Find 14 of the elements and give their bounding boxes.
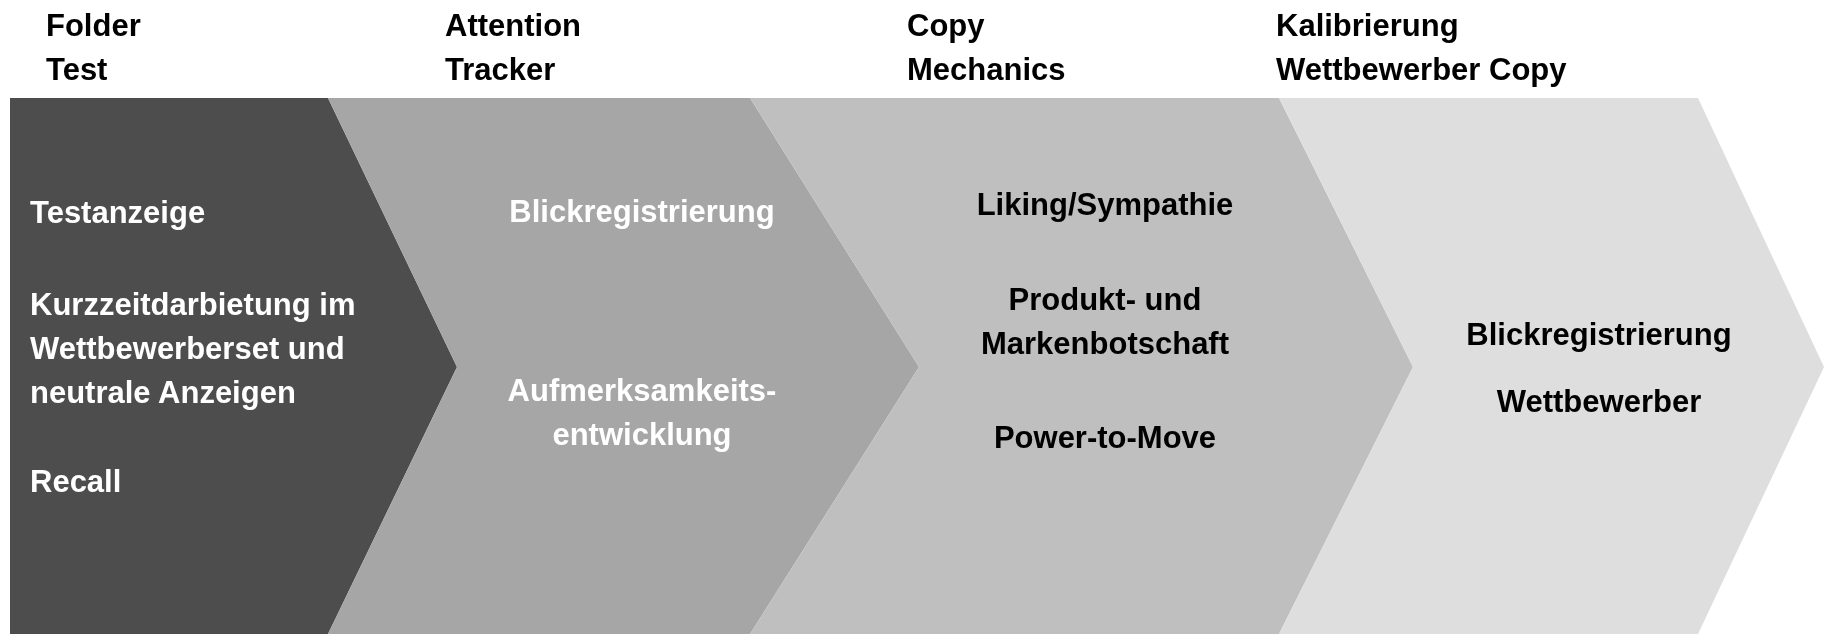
step-heading: Attention Tracker: [445, 7, 583, 89]
step-item: Power-to-Move: [992, 419, 1218, 457]
step-heading: Kalibrierung Wettbewerber Copy: [1276, 7, 1568, 89]
step-item: Blickregistrierung: [508, 193, 776, 231]
step-item: Kurzzeitdarbietung im Wettbewerberset und neutrale Anzeigen: [30, 286, 357, 412]
step-item: Blickregistrierung: [1465, 316, 1733, 354]
step-heading: Folder Test: [46, 7, 142, 89]
step-heading: Copy Mechanics: [907, 7, 1067, 89]
step-item: Aufmerksamkeits- entwicklung: [506, 372, 778, 454]
step-item: Testanzeige: [30, 194, 207, 232]
step-item: Liking/Sympathie: [975, 186, 1235, 224]
step-item: Wettbewerber: [1495, 383, 1703, 421]
step-item: Produkt- und Markenbotschaft: [979, 281, 1230, 363]
step-item: Recall: [30, 463, 123, 501]
